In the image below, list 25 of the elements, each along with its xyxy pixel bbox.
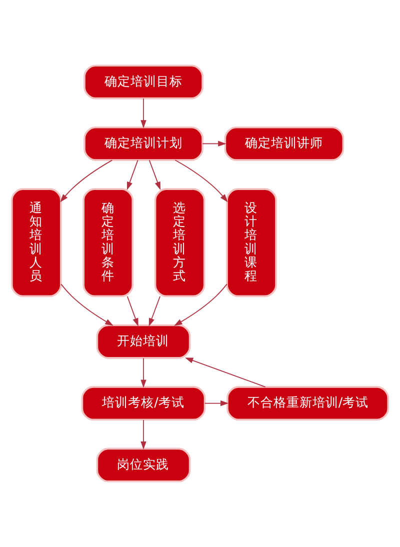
node-box: 设计培训课程	[226, 188, 277, 298]
arrow	[140, 358, 146, 388]
arrow	[148, 296, 160, 326]
node-box: 选定培训方式	[154, 188, 206, 298]
arrow	[148, 160, 160, 190]
arrow	[140, 98, 146, 128]
node-box: 通知培训人员	[10, 188, 62, 298]
node-box: 确定培训讲师	[224, 126, 344, 161]
arrow	[184, 358, 266, 388]
node-box: 开始培训	[96, 324, 191, 359]
node-box: 岗位实践	[96, 448, 191, 482]
node-box: 确定培训计划	[84, 126, 204, 161]
arrow	[60, 160, 113, 202]
arrow	[126, 160, 138, 190]
arrow	[174, 284, 228, 326]
node-box: 不合格重新培训/考试	[226, 386, 390, 421]
arrow	[140, 420, 146, 450]
node-box: 培训考核/考试	[81, 386, 206, 421]
arrow	[204, 400, 229, 406]
arrow	[174, 160, 228, 202]
node-box: 确定培训条件	[82, 188, 134, 298]
arrow	[60, 284, 114, 326]
node-box: 确定培训目标	[84, 64, 204, 100]
arrow	[126, 296, 138, 326]
arrow	[202, 140, 226, 147]
